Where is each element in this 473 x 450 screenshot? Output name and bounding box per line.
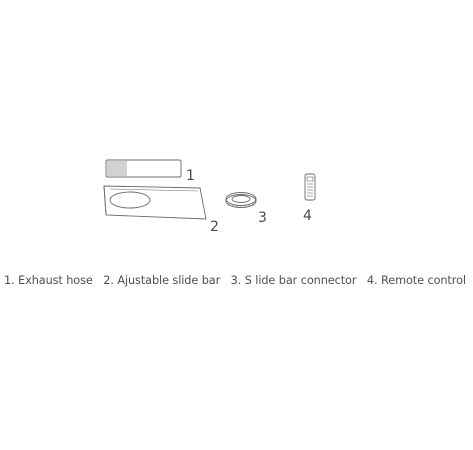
parts-caption: 1. Exhaust hose 2. Ajustable slide bar 3…: [4, 274, 466, 287]
caption-item-slide-bar-connector: 3. S lide bar connector: [230, 274, 357, 287]
slide-bar-drawing: [103, 185, 207, 220]
part-number-2: 2: [210, 219, 219, 235]
slide-bar-connector-drawing: [225, 192, 257, 208]
caption-item-exhaust-hose: 1. Exhaust hose: [4, 274, 93, 287]
caption-item-remote-control: 4. Remote control: [366, 274, 466, 287]
remote-control-drawing: [304, 173, 316, 201]
caption-item-slide-bar: 2. Ajustable slide bar: [103, 274, 221, 287]
part-number-4: 4: [303, 208, 312, 224]
exhaust-hose-drawing: [105, 159, 182, 178]
part-number-3: 3: [258, 210, 267, 226]
part-number-1: 1: [186, 168, 195, 184]
parts-diagram: 1 2 3 4: [103, 159, 316, 235]
